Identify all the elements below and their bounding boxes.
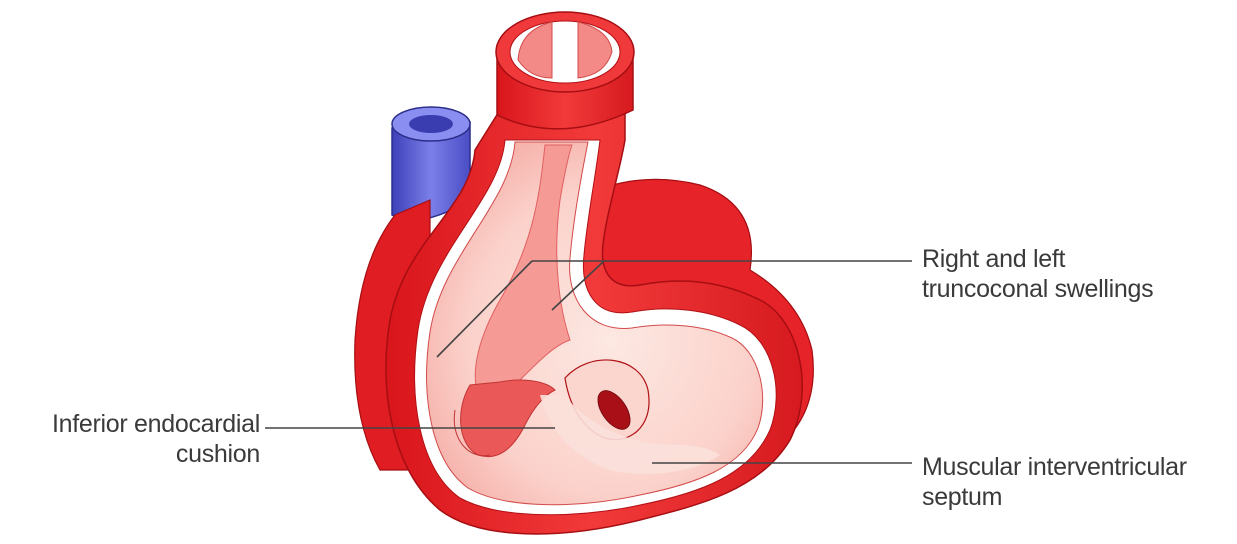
truncus-top	[496, 12, 634, 129]
label-inferior-endocardial-cushion: Inferior endocardial cushion	[14, 409, 260, 469]
label-muscular-septum: Muscular interventricular septum	[922, 452, 1187, 512]
label-truncoconal-line2: truncoconal swellings	[922, 274, 1153, 304]
label-septum-line1: Muscular interventricular	[922, 452, 1187, 482]
label-truncoconal-swellings: Right and left truncoconal swellings	[922, 244, 1153, 304]
label-septum-line2: septum	[922, 482, 1187, 512]
label-inferior-line1: Inferior endocardial	[14, 409, 260, 439]
label-inferior-line2: cushion	[14, 439, 260, 469]
label-truncoconal-line1: Right and left	[922, 244, 1153, 274]
